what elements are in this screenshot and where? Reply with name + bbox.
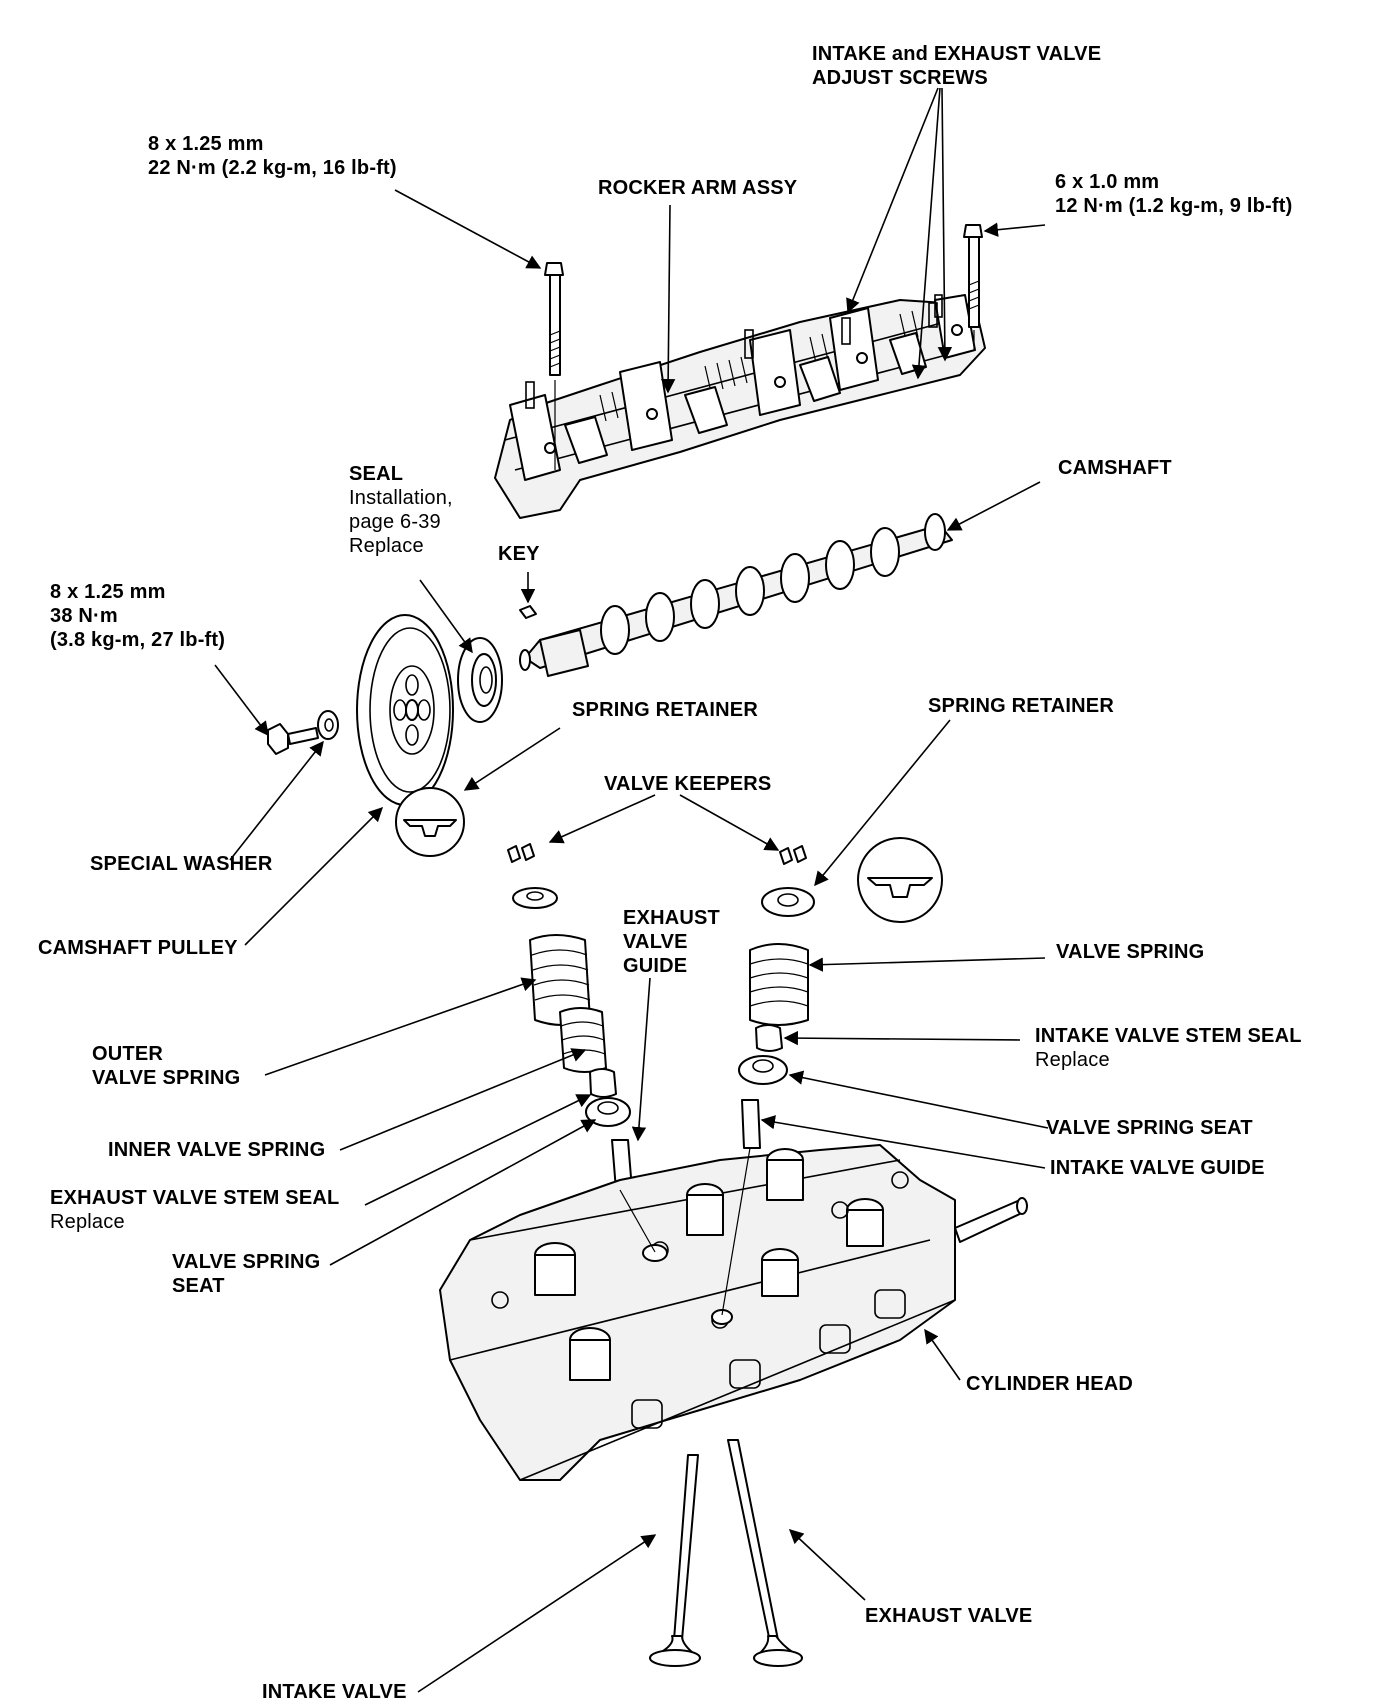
intake-stem-seal [755, 1024, 783, 1052]
exhaust-spring-seat [585, 1097, 631, 1127]
valve-spring-seat-left-line-2: SEAT [172, 1275, 225, 1297]
seal-note-2: page 6-39 [349, 511, 441, 533]
rocker-bolt-left [544, 262, 564, 376]
special-washer [317, 710, 339, 740]
retainer-detail-left [395, 787, 465, 857]
pulley-bolt [267, 723, 319, 755]
camshaft-pulley [356, 614, 454, 806]
exhaust-stem-seal-note: Replace [50, 1211, 125, 1233]
pulley-bolt-torque: 38 N·m [50, 605, 118, 627]
rocker-bolt-left-spec: 8 x 1.25 mm 22 N·m (2.2 kg-m, 16 lb-ft) [148, 132, 397, 180]
intake-valve [649, 1454, 701, 1667]
rocker-bolt-right-torque: 12 N·m (1.2 kg-m, 9 lb-ft) [1055, 195, 1293, 217]
exhaust-valve-guide-line-2: VALVE [623, 931, 688, 953]
cylinder-head [439, 1144, 1028, 1481]
key-label: KEY [498, 543, 540, 565]
intake-keepers [779, 845, 807, 865]
exhaust-valve-guide-line-3: GUIDE [623, 955, 688, 977]
rocker-bolt-right-size: 6 x 1.0 mm [1055, 171, 1160, 193]
inner-valve-spring [559, 1007, 607, 1073]
rocker-bolt-right-spec: 6 x 1.0 mm 12 N·m (1.2 kg-m, 9 lb-ft) [1055, 170, 1292, 218]
valve-spring-seat-left-label: VALVE SPRING SEAT [172, 1250, 320, 1298]
camshaft-pulley-label: CAMSHAFT PULLEY [38, 937, 238, 959]
seal-note-3: Replace [349, 535, 424, 557]
adjust-screws-label: INTAKE and EXHAUST VALVE ADJUST SCREWS [812, 42, 1101, 90]
cylinder-head-label: CYLINDER HEAD [966, 1373, 1134, 1395]
intake-stem-seal-label: INTAKE VALVE STEM SEAL Replace [1035, 1024, 1302, 1072]
pulley-bolt-spec: 8 x 1.25 mm 38 N·m (3.8 kg-m, 27 lb-ft) [50, 580, 225, 652]
exhaust-valve-label: EXHAUST VALVE [865, 1605, 1033, 1627]
intake-spring-seat [738, 1055, 788, 1085]
seal-title: SEAL [349, 463, 404, 485]
leader-lines [214, 87, 1049, 1693]
seal-label: SEAL Installation, page 6-39 Replace [349, 462, 453, 558]
adjust-screws-line-1: INTAKE and EXHAUST VALVE [812, 43, 1102, 65]
pulley-bolt-torque-alt: (3.8 kg-m, 27 lb-ft) [50, 629, 226, 651]
valve-spring-seat-right-label: VALVE SPRING SEAT [1046, 1117, 1253, 1139]
exhaust-stem-seal-label: EXHAUST VALVE STEM SEAL Replace [50, 1186, 339, 1234]
outer-valve-spring-line-1: OUTER [92, 1043, 163, 1065]
valve-spring [749, 943, 809, 1026]
valve-spring-label: VALVE SPRING [1056, 941, 1205, 963]
valve-spring-seat-left-line-1: VALVE SPRING [172, 1251, 321, 1273]
spring-retainer-right-label: SPRING RETAINER [928, 695, 1114, 717]
intake-stem-seal-note: Replace [1035, 1049, 1110, 1071]
camshaft-label: CAMSHAFT [1058, 457, 1172, 479]
rocker-arm-label: ROCKER ARM ASSY [598, 177, 798, 199]
retainer-detail-right [857, 837, 943, 923]
special-washer-label: SPECIAL WASHER [90, 853, 273, 875]
exhaust-valve [727, 1439, 803, 1667]
exhaust-valve-guide-label: EXHAUST VALVE GUIDE [623, 906, 720, 978]
exhaust-spring-retainer [512, 887, 558, 909]
intake-spring-retainer [761, 887, 815, 917]
intake-valve-label: INTAKE VALVE [262, 1681, 407, 1703]
intake-valve-guide-label: INTAKE VALVE GUIDE [1050, 1157, 1265, 1179]
exhaust-keepers [507, 843, 535, 863]
intake-stem-seal-title: INTAKE VALVE STEM SEAL [1035, 1025, 1302, 1047]
pulley-bolt-size: 8 x 1.25 mm [50, 581, 166, 603]
spring-retainer-left-label: SPRING RETAINER [572, 699, 758, 721]
seal-note-1: Installation, [349, 487, 453, 509]
rocker-bolt-left-torque: 22 N·m (2.2 kg-m, 16 lb-ft) [148, 157, 397, 179]
seal [457, 637, 503, 723]
key [519, 605, 537, 619]
camshaft [519, 513, 953, 677]
outer-valve-spring-label: OUTER VALVE SPRING [92, 1042, 240, 1090]
inner-valve-spring-label: INNER VALVE SPRING [108, 1139, 326, 1161]
exhaust-stem-seal-title: EXHAUST VALVE STEM SEAL [50, 1187, 340, 1209]
intake-valve-guide [741, 1099, 761, 1149]
rocker-bolt-right [963, 224, 983, 328]
rocker-bolt-left-size: 8 x 1.25 mm [148, 133, 264, 155]
exhaust-stem-seal [589, 1068, 617, 1098]
rocker-arm-assembly [494, 294, 986, 519]
exhaust-valve-guide-line-1: EXHAUST [623, 907, 720, 929]
valve-keepers-label: VALVE KEEPERS [604, 773, 772, 795]
adjust-screws-line-2: ADJUST SCREWS [812, 67, 988, 89]
outer-valve-spring-line-2: VALVE SPRING [92, 1067, 241, 1089]
